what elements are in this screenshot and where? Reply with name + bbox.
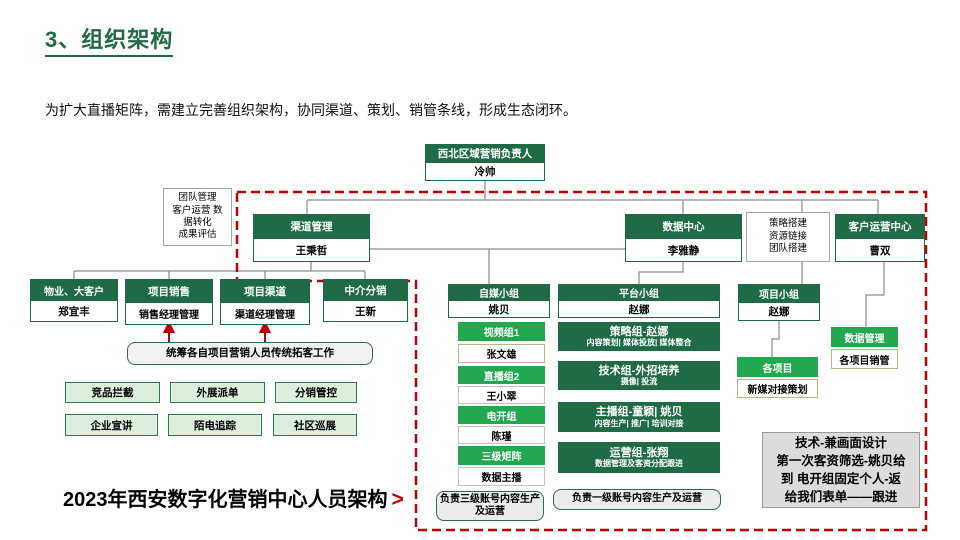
channel-mgmt-name: 王秉哲 bbox=[254, 238, 369, 261]
media-sub-matrix-name: 数据主播 bbox=[458, 467, 545, 486]
org-box-root-title: 西北区域营销负责人 bbox=[426, 145, 544, 162]
media-sub-matrix-title: 三级矩阵 bbox=[458, 446, 545, 465]
strategy-team-title: 策略组-赵娜 bbox=[609, 325, 669, 338]
project-group-title: 项目小组 bbox=[739, 285, 819, 302]
platform-team-tech: 技术组-外招培养 摄像| 投流 bbox=[558, 361, 720, 390]
data-center-name: 李雅静 bbox=[626, 238, 741, 261]
note-team-management: 团队管理 客户运营 数 据转化 成果评估 bbox=[163, 188, 232, 246]
page-title: 3、组织架构 bbox=[45, 27, 174, 57]
media-group-name: 姚贝 bbox=[449, 300, 549, 317]
ops-data-mgmt-name: 各项目销管 bbox=[831, 349, 898, 369]
note-coordinate-duty: 统筹各自项目营销人员传统拓客工作 bbox=[127, 342, 373, 365]
org-box-project-sales: 项目销售 销售经理管理 bbox=[125, 279, 213, 325]
task-box-cold-call-tracking: 陌电追踪 bbox=[168, 414, 262, 436]
platform-team-strategy: 策略组-赵娜 内容策划| 媒体投放| 媒体整合 bbox=[558, 322, 720, 351]
org-box-agency-distribution: 中介分销 王新 bbox=[323, 279, 408, 322]
media-sub-video-title: 视频组1 bbox=[458, 322, 545, 341]
media-sub-live-title: 直播组2 bbox=[458, 366, 545, 384]
media-sub-telemkt-name: 陈瑾 bbox=[458, 426, 545, 444]
strategy-team-desc: 内容策划| 媒体投放| 媒体整合 bbox=[586, 338, 692, 348]
property-name: 郑宜丰 bbox=[31, 300, 117, 321]
customer-ops-name: 曹双 bbox=[836, 238, 924, 261]
org-box-channel-mgmt: 渠道管理 王秉哲 bbox=[253, 214, 370, 262]
caption-arrow-icon: > bbox=[391, 488, 404, 511]
platform-group-title: 平台小组 bbox=[559, 285, 719, 300]
media-group-title: 自媒小组 bbox=[449, 285, 549, 300]
anchor-team-title: 主播组-童颖| 姚贝 bbox=[595, 406, 683, 419]
note-level1-duty: 负责一级账号内容生产及运营 bbox=[553, 489, 721, 510]
channel-mgmt-title: 渠道管理 bbox=[254, 215, 369, 238]
note-strategy-setup: 策略搭建 资源链接 团队搭建 bbox=[746, 212, 830, 262]
data-center-title: 数据中心 bbox=[626, 215, 741, 238]
media-sub-video-name: 张文雄 bbox=[458, 344, 545, 363]
org-box-root: 西北区域营销负责人 冷帅 bbox=[425, 144, 545, 181]
agency-distribution-title: 中介分销 bbox=[324, 280, 407, 300]
tech-team-desc: 摄像| 投流 bbox=[620, 377, 658, 387]
ops-team-title: 运营组-张翔 bbox=[609, 446, 669, 459]
org-box-property-key-accounts: 物业、大客户 郑宜丰 bbox=[30, 279, 118, 322]
ops-team-desc: 数据管理及客资分配跟进 bbox=[595, 459, 683, 469]
media-sub-telemkt-title: 电开组 bbox=[458, 406, 545, 424]
org-box-customer-ops: 客户运营中心 曹双 bbox=[835, 214, 925, 262]
platform-group-name: 赵娜 bbox=[559, 300, 719, 317]
customer-ops-title: 客户运营中心 bbox=[836, 215, 924, 238]
task-box-competitor-intercept: 竞品拦截 bbox=[65, 382, 160, 403]
project-channel-title: 项目渠道 bbox=[221, 280, 309, 302]
agency-distribution-name: 王新 bbox=[324, 300, 407, 321]
project-sales-title: 项目销售 bbox=[126, 280, 212, 302]
org-box-project-group: 项目小组 赵娜 bbox=[738, 284, 820, 321]
bottom-caption: 2023年西安数字化营销中心人员架构> bbox=[63, 483, 404, 512]
task-box-community-roadshow: 社区巡展 bbox=[273, 414, 357, 436]
platform-team-anchor: 主播组-童颖| 姚贝 内容生产| 推广| 培训对接 bbox=[558, 402, 720, 432]
project-group-name: 赵娜 bbox=[739, 302, 819, 320]
task-box-outdoor-flyers: 外展派单 bbox=[170, 382, 265, 403]
anchor-team-desc: 内容生产| 推广| 培训对接 bbox=[594, 418, 684, 428]
project-sub-name: 新媒对接策划 bbox=[737, 379, 818, 398]
red-up-arrows bbox=[162, 320, 272, 342]
org-box-project-channel: 项目渠道 渠道经理管理 bbox=[220, 279, 310, 325]
ops-data-mgmt-title: 数据管理 bbox=[831, 327, 898, 347]
project-channel-name: 渠道经理管理 bbox=[221, 302, 309, 324]
bottom-caption-text: 2023年西安数字化营销中心人员架构 bbox=[63, 489, 388, 511]
media-sub-live-name: 王小翠 bbox=[458, 386, 545, 404]
tech-team-title: 技术组-外招培养 bbox=[598, 364, 680, 377]
task-box-corporate-talks: 企业宣讲 bbox=[65, 414, 158, 436]
property-title: 物业、大客户 bbox=[31, 280, 117, 300]
note-tech-process: 技术-兼画面设计 第一次客资筛选-姚贝给 到 电开组固定个人-返 给我们表单——… bbox=[762, 432, 920, 508]
org-box-platform-group: 平台小组 赵娜 bbox=[558, 284, 720, 318]
project-sales-name: 销售经理管理 bbox=[126, 302, 212, 324]
note-level3-duty: 负责三级账号内容生产及运营 bbox=[436, 491, 544, 521]
org-box-media-group: 自媒小组 姚贝 bbox=[448, 284, 550, 318]
org-box-data-center: 数据中心 李雅静 bbox=[625, 214, 742, 262]
page-subtitle: 为扩大直播矩阵，需建立完善组织架构，协同渠道、策划、销管条线，形成生态闭环。 bbox=[45, 102, 577, 118]
platform-team-ops: 运营组-张翔 数据管理及客资分配跟进 bbox=[558, 442, 720, 473]
task-box-distribution-control: 分销管控 bbox=[275, 382, 357, 403]
org-box-root-name: 冷帅 bbox=[426, 162, 544, 180]
project-sub-title: 各项目 bbox=[737, 357, 818, 377]
